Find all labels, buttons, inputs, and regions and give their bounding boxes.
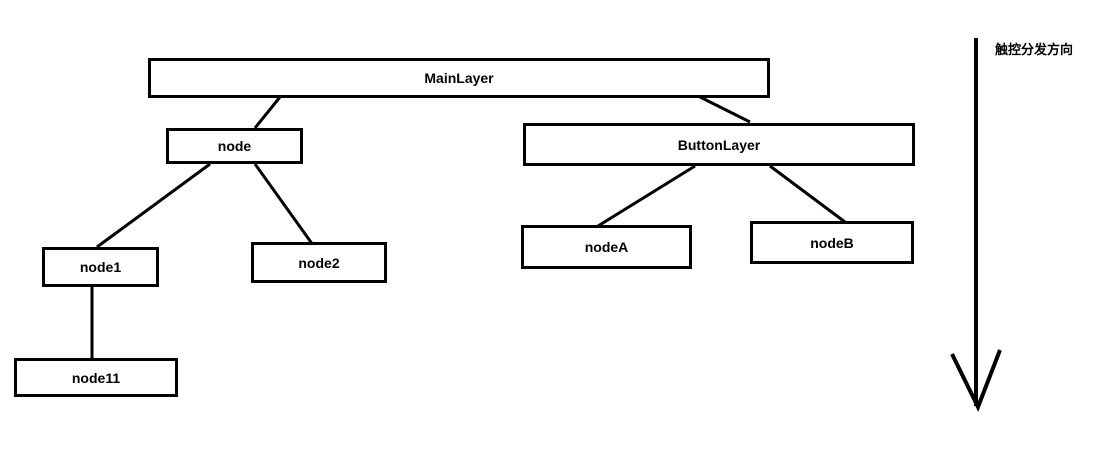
node1-node: node1 (42, 247, 159, 287)
node2-label: node2 (298, 254, 340, 271)
node11-node: node11 (14, 358, 178, 397)
nodea-node: nodeA (521, 225, 692, 269)
node-label: node (217, 138, 252, 154)
nodeb-label: nodeB (810, 234, 854, 251)
edge-mainlayer-node (253, 96, 282, 129)
nodeb-node: nodeB (750, 221, 914, 264)
edge-buttonlayer-nodeb (769, 164, 846, 224)
edge-buttonlayer-nodea (597, 164, 696, 228)
edge-mainlayer-buttonlayer (699, 95, 751, 124)
node-node: node (166, 128, 303, 164)
mainlayer-label: MainLayer (424, 70, 494, 86)
mainlayer-node: MainLayer (148, 58, 770, 98)
direction-arrow-head (950, 349, 1002, 412)
touch-dispatch-direction-label: 触控分发方向 (995, 43, 1074, 58)
buttonlayer-label: ButtonLayer (677, 136, 761, 153)
edge-node-node2 (253, 163, 315, 246)
edge-node-node1 (96, 162, 211, 249)
node11-label: node11 (71, 369, 121, 386)
buttonlayer-node: ButtonLayer (523, 123, 915, 166)
nodea-label: nodeA (584, 239, 629, 255)
node1-label: node1 (79, 259, 122, 275)
node2-node: node2 (251, 242, 387, 283)
